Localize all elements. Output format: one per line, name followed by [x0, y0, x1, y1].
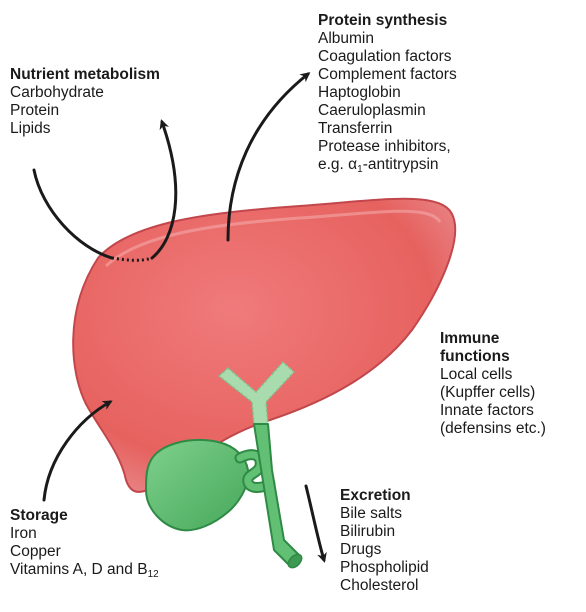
storage-item: Iron — [10, 525, 159, 543]
protein-item: Caeruloplasmin — [318, 102, 457, 120]
protein-item: Protease inhibitors, — [318, 138, 457, 156]
protein-synthesis-block: Protein synthesis Albumin Coagulation fa… — [318, 12, 457, 179]
nutrient-item: Protein — [10, 102, 160, 120]
nutrient-metabolism-title: Nutrient metabolism — [10, 66, 160, 84]
immune-functions-block: Immune functions Local cells (Kupffer ce… — [440, 330, 546, 438]
storage-block: Storage Iron Copper Vitamins A, D and B1… — [10, 507, 159, 584]
immune-item: Local cells — [440, 366, 546, 384]
nutrient-metabolism-block: Nutrient metabolism Carbohydrate Protein… — [10, 66, 160, 138]
immune-item: Innate factors — [440, 402, 546, 420]
immune-item: (Kupffer cells) — [440, 384, 546, 402]
excretion-item: Phospholipid — [340, 559, 429, 577]
immune-item: (defensins etc.) — [440, 420, 546, 438]
protein-item: Haptoglobin — [318, 84, 457, 102]
protein-item: Transferrin — [318, 120, 457, 138]
nutrient-item: Lipids — [10, 120, 160, 138]
protein-item: Complement factors — [318, 66, 457, 84]
excretion-block: Excretion Bile salts Bilirubin Drugs Pho… — [340, 487, 429, 595]
nutrient-arrow-in — [34, 170, 112, 258]
excretion-item: Bilirubin — [340, 523, 429, 541]
storage-item: Copper — [10, 543, 159, 561]
excretion-item: Bile salts — [340, 505, 429, 523]
immune-functions-title-line2: functions — [440, 348, 546, 366]
protein-item: Coagulation factors — [318, 48, 457, 66]
protein-item-antitrypsin: e.g. α1-antitrypsin — [318, 156, 457, 179]
protein-item: Albumin — [318, 30, 457, 48]
storage-item-vitamins: Vitamins A, D and B12 — [10, 561, 159, 584]
immune-functions-title-line1: Immune — [440, 330, 546, 348]
gallbladder — [146, 440, 248, 530]
excretion-title: Excretion — [340, 487, 429, 505]
excretion-item: Drugs — [340, 541, 429, 559]
nutrient-item: Carbohydrate — [10, 84, 160, 102]
common-bile-duct — [254, 424, 300, 566]
protein-synthesis-title: Protein synthesis — [318, 12, 457, 30]
excretion-item: Cholesterol — [340, 577, 429, 595]
excretion-arrow — [306, 486, 324, 560]
storage-title: Storage — [10, 507, 159, 525]
